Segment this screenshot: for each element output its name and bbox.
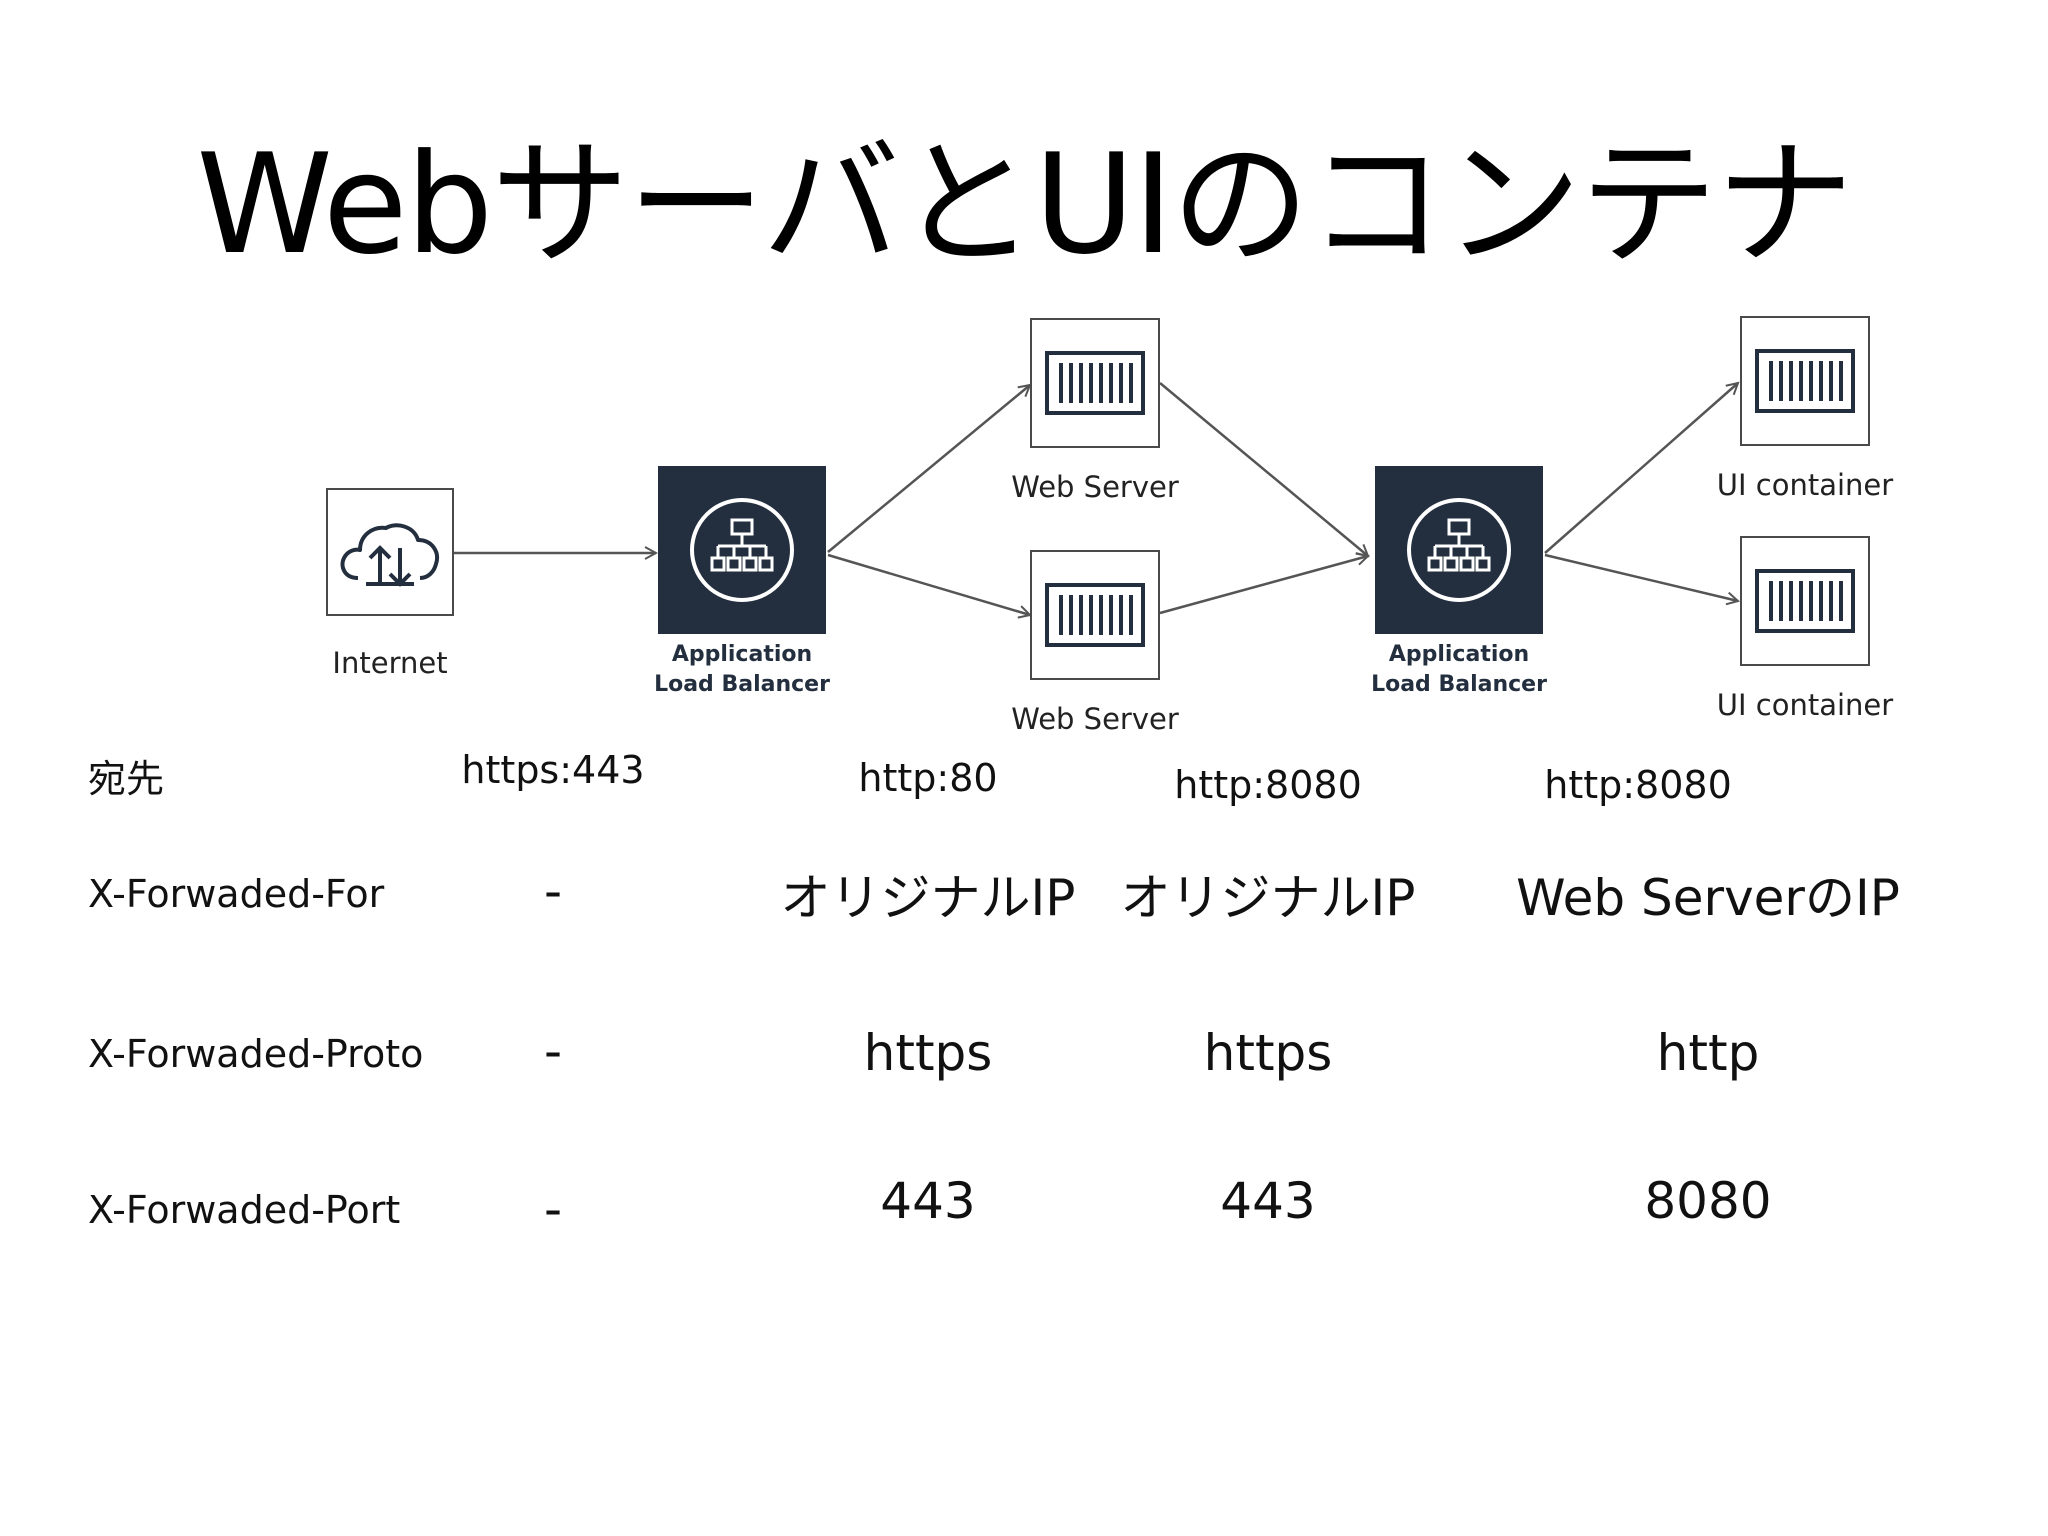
load-balancer-node-2 xyxy=(1375,466,1543,634)
cell-for-web-server: オリジナルIP xyxy=(780,869,1076,927)
internet-label: Internet xyxy=(332,646,448,680)
internet-node xyxy=(326,488,454,616)
load-balancer-label-1: Application Load Balancer xyxy=(654,640,830,700)
web-server-label-1: Web Server xyxy=(1011,470,1179,504)
load-balancer-label-2: Application Load Balancer xyxy=(1371,640,1547,700)
cell-port-internet: - xyxy=(543,1180,563,1238)
edge-alb1-web2 xyxy=(827,553,1030,615)
load-balancer-icon xyxy=(1407,498,1511,602)
cell-for-alb2: オリジナルIP xyxy=(1120,869,1416,927)
edge-alb2-ui1 xyxy=(1544,383,1738,554)
ui-container-label-1: UI container xyxy=(1716,468,1894,502)
load-balancer-label-2-line2: Load Balancer xyxy=(1371,672,1547,697)
load-balancer-label-1-line2: Load Balancer xyxy=(654,672,830,697)
edge-alb2-ui2 xyxy=(1544,553,1738,601)
cell-destination-internet: https:443 xyxy=(461,748,645,792)
cloud-upload-download-icon xyxy=(340,523,439,587)
cell-proto-ui-container: http xyxy=(1656,1024,1760,1082)
web-server-label-2: Web Server xyxy=(1011,702,1179,736)
cell-for-ui-container: Web ServerのIP xyxy=(1516,869,1900,927)
ui-container-node-1 xyxy=(1740,316,1870,446)
row-label-x-forwarded-port: X-Forwaded-Port xyxy=(88,1188,401,1232)
load-balancer-label-2-line1: Application xyxy=(1388,642,1530,667)
edge-web2-alb2 xyxy=(1159,556,1368,615)
load-balancer-label-1-line1: Application xyxy=(671,642,813,667)
container-icon xyxy=(1045,351,1145,415)
cell-proto-web-server: https xyxy=(863,1024,993,1082)
row-label-x-forwarded-proto: X-Forwaded-Proto xyxy=(88,1032,424,1076)
load-balancer-node-1 xyxy=(658,466,826,634)
edge-web1-alb2 xyxy=(1159,382,1368,556)
ui-container-node-2 xyxy=(1740,536,1870,666)
cell-proto-alb2: https xyxy=(1203,1024,1333,1082)
ui-container-label-2: UI container xyxy=(1716,688,1894,722)
cell-destination-ui-container: http:8080 xyxy=(1544,763,1732,807)
web-server-node-2 xyxy=(1030,550,1160,680)
cell-port-web-server: 443 xyxy=(880,1172,976,1230)
container-icon xyxy=(1755,569,1855,633)
row-label-destination: 宛先 xyxy=(88,757,165,801)
edge-alb1-web1 xyxy=(827,385,1030,553)
cell-port-ui-container: 8080 xyxy=(1644,1172,1772,1230)
web-server-node-1 xyxy=(1030,318,1160,448)
page-title: WebサーバとUIのコンテナ xyxy=(196,124,1853,285)
row-label-x-forwarded-for: X-Forwaded-For xyxy=(88,872,385,916)
cell-destination-alb2: http:8080 xyxy=(1174,763,1362,807)
cell-for-internet: - xyxy=(543,862,563,920)
cell-proto-internet: - xyxy=(543,1022,563,1080)
container-icon xyxy=(1755,349,1855,413)
container-icon xyxy=(1045,583,1145,647)
load-balancer-icon xyxy=(690,498,794,602)
cell-destination-web-server: http:80 xyxy=(858,756,998,800)
cell-port-alb2: 443 xyxy=(1220,1172,1316,1230)
